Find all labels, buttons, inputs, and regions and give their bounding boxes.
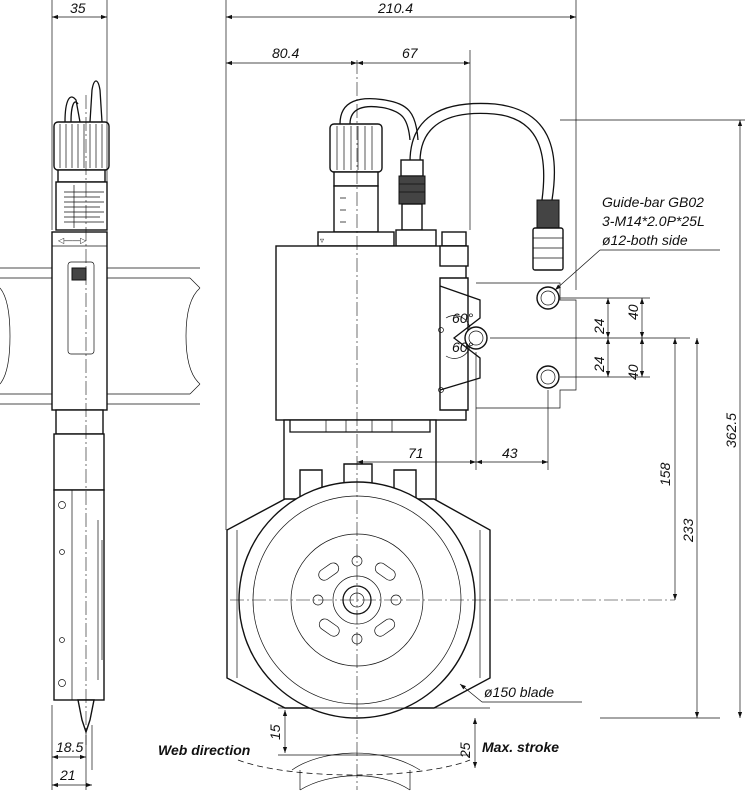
dim-15: 15	[267, 724, 283, 740]
dim-80-4: 80.4	[272, 45, 299, 61]
svg-text:▿: ▿	[320, 236, 324, 245]
dim-40-upper: 40	[625, 304, 641, 320]
dim-40-lower: 40	[625, 364, 641, 380]
side-neck	[55, 409, 104, 435]
front-dimensions: 210.4 80.4 67 40 40 24 24 60° 60° 71 43 …	[225, 0, 745, 768]
dim-67: 67	[402, 45, 419, 61]
housing-lug	[439, 245, 469, 267]
web-direction-label: Web direction	[158, 742, 250, 758]
dim-43: 43	[502, 445, 518, 461]
cable-connector-body	[398, 175, 426, 205]
front-dial	[333, 185, 379, 233]
side-arm-upper	[53, 433, 105, 491]
dim-210-4: 210.4	[377, 0, 413, 16]
max-stroke-label: Max. stroke	[482, 739, 559, 755]
side-main-body	[51, 231, 108, 411]
dim-side-35: 35	[70, 0, 86, 16]
side-view: ◁——▷	[0, 80, 201, 745]
dim-158: 158	[657, 462, 673, 486]
blade-label: ø150 blade	[484, 684, 554, 700]
side-connector-head	[53, 121, 110, 171]
mount-hole-lower	[536, 365, 560, 389]
dim-24-lower: 24	[591, 356, 607, 373]
guide-rail-side	[0, 267, 201, 405]
front-collar	[333, 171, 379, 187]
side-label-plate	[67, 261, 95, 355]
side-collar	[57, 169, 106, 183]
dim-362-5: 362.5	[723, 413, 739, 448]
web-sheet	[291, 752, 421, 771]
dovetail-guide	[439, 277, 469, 411]
cable-nut-top	[400, 159, 424, 177]
dim-side-21: 21	[59, 767, 76, 783]
cable-long	[409, 102, 555, 201]
logo-mark	[71, 267, 87, 281]
dim-233: 233	[680, 518, 696, 543]
dim-24-upper: 24	[591, 318, 607, 335]
cable-connector-lower	[401, 203, 423, 231]
mount-hole-center	[464, 326, 488, 350]
guide-bar-label-1: Guide-bar GB02	[602, 194, 704, 210]
dim-71: 71	[408, 445, 424, 461]
side-arrow-mark: ◁——▷	[58, 236, 87, 245]
main-housing	[275, 245, 467, 421]
guide-bar-label-3: ø12-both side	[602, 232, 688, 248]
side-dial-sleeve	[55, 181, 108, 231]
side-blade-holder	[53, 489, 105, 701]
guide-bar-plate	[464, 282, 577, 409]
top-cap	[441, 231, 467, 247]
dim-side-18-5: 18.5	[56, 739, 83, 755]
side-dimensions: 35 18.5 21	[51, 0, 108, 790]
front-dial-base	[317, 231, 395, 247]
dim-angle-lower: 60°	[452, 339, 474, 355]
side-cable	[64, 80, 103, 123]
front-connector-head	[329, 123, 383, 173]
cable-short	[339, 98, 419, 141]
guide-bar-label-2: 3-M14*2.0P*25L	[602, 213, 705, 229]
right-connector-body	[536, 199, 560, 229]
mount-hole-upper	[536, 286, 560, 310]
connector-base	[395, 229, 437, 247]
right-connector-housing	[532, 227, 564, 271]
dim-25: 25	[457, 742, 473, 759]
annotations: Guide-bar GB02 3-M14*2.0P*25L ø12-both s…	[158, 194, 720, 758]
